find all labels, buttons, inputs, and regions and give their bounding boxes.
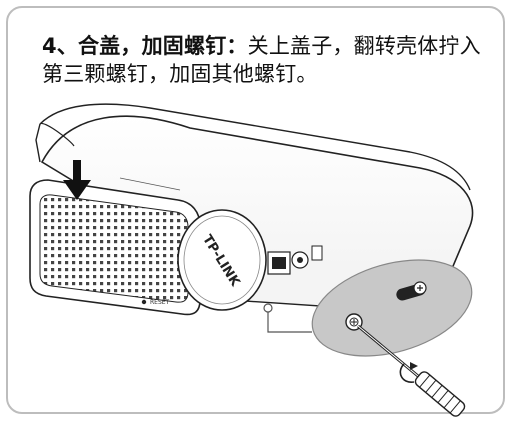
instruction-text: 4、合盖，加固螺钉：关上盖子，翻转壳体拧入第三颗螺钉，加固其他螺钉。 [42, 32, 492, 88]
step-description: 关上盖子，翻转壳体拧入第三颗螺钉，加固其他螺钉。 [42, 34, 481, 86]
step-title: 4、合盖，加固螺钉： [42, 34, 248, 58]
instruction-card: 4、合盖，加固螺钉：关上盖子，翻转壳体拧入第三颗螺钉，加固其他螺钉。 [6, 6, 505, 414]
